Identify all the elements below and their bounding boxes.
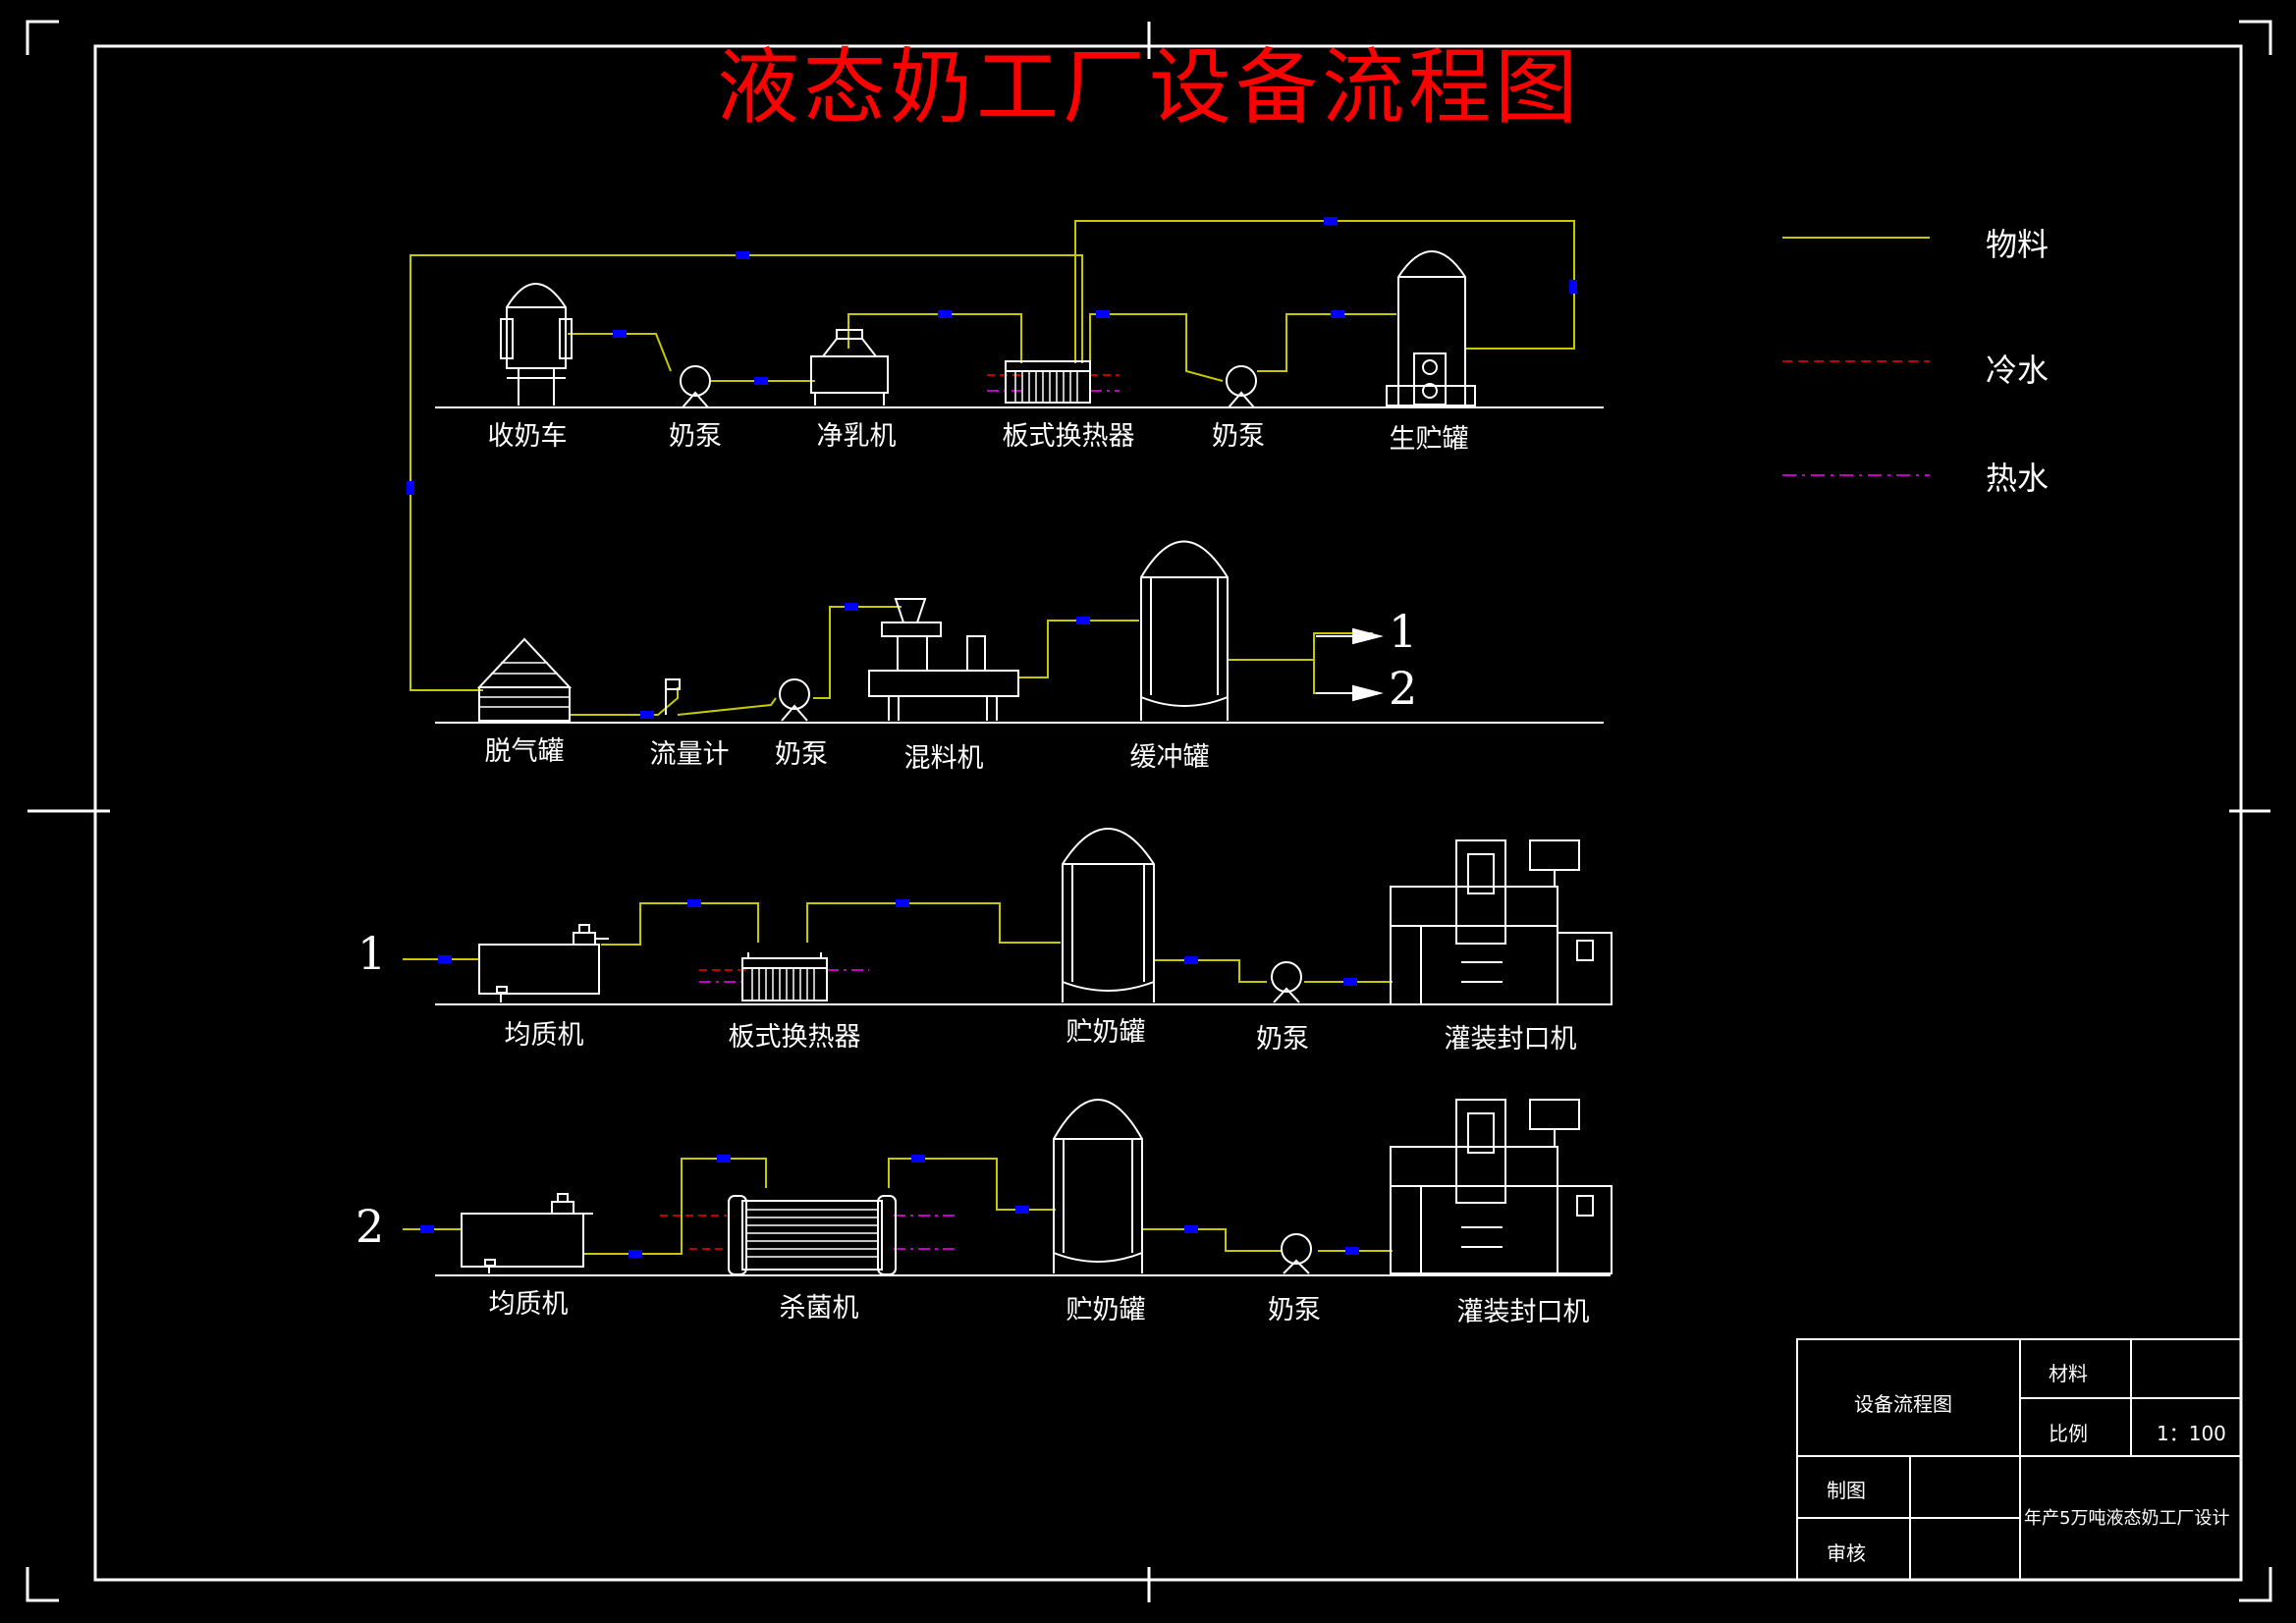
- label-milk-pump-2: 奶泵: [1212, 421, 1265, 452]
- title-block-drawing-name: 设备流程图: [1854, 1392, 1952, 1416]
- label-raw-milk-tank: 生贮罐: [1389, 424, 1469, 455]
- title-block-material-label: 材料: [2049, 1362, 2088, 1385]
- hot-water-lines: [699, 390, 1120, 1250]
- label-buffer-tank: 缓冲罐: [1129, 742, 1210, 773]
- sterilizer: [728, 1195, 897, 1275]
- title-block-checked-by-label: 审核: [1827, 1542, 1866, 1565]
- label-milk-truck: 收奶车: [487, 421, 568, 452]
- title-block: [1796, 1338, 2242, 1581]
- homogenizer-row3: [478, 924, 609, 1002]
- raw-milk-tank: [1386, 250, 1476, 406]
- diagram-title: 液态奶工厂设备流程图: [716, 39, 1582, 135]
- legend-cold-water-label: 冷水: [1986, 352, 2050, 389]
- storage-tank-row3: [1062, 828, 1155, 1002]
- ground-lines: [435, 406, 1611, 1276]
- buffer-tank: [1140, 540, 1229, 721]
- clarifier: [810, 329, 889, 406]
- legend-lines: [1782, 237, 1930, 476]
- milk-truck-row1: [500, 283, 573, 406]
- label-clarifier: 净乳机: [816, 421, 897, 452]
- title-block-scale-label: 比例: [2049, 1422, 2088, 1445]
- legend-hot-water-label: 热水: [1986, 460, 2050, 497]
- label-storage-tank-2: 贮奶罐: [1066, 1295, 1146, 1325]
- milk-pump-1: [680, 365, 711, 408]
- label-sterilizer: 杀菌机: [779, 1293, 859, 1324]
- plate-heat-exchanger-row1: [1005, 360, 1091, 404]
- label-milk-pump-5: 奶泵: [1268, 1295, 1321, 1325]
- drawing-frame: [26, 20, 2272, 1602]
- homogenizer-row4: [461, 1193, 593, 1273]
- title-block-drawn-by-label: 制图: [1827, 1479, 1866, 1502]
- milk-pump-3: [779, 678, 810, 722]
- legend-material-label: 物料: [1986, 226, 2050, 263]
- plate-heat-exchanger-row3: [741, 952, 828, 1001]
- label-flow-meter: 流量计: [649, 739, 730, 770]
- label-filling-sealing-machine-1: 灌装封口机: [1444, 1024, 1577, 1055]
- branch-marker-1-out: 1: [1389, 605, 1418, 658]
- label-mixer: 混料机: [903, 743, 984, 774]
- label-filling-sealing-machine-2: 灌装封口机: [1456, 1297, 1590, 1327]
- label-plate-heat-exchanger-2: 板式换热器: [728, 1022, 861, 1053]
- branch-marker-2-out: 2: [1389, 662, 1418, 715]
- label-plate-heat-exchanger-1: 板式换热器: [1002, 421, 1135, 452]
- label-milk-pump-1: 奶泵: [669, 421, 722, 452]
- title-block-scale-value: 1：100: [2157, 1422, 2226, 1445]
- branch-marker-2-in: 2: [355, 1200, 385, 1253]
- mixer: [868, 598, 1019, 721]
- milk-pump-2: [1226, 365, 1257, 408]
- cold-water-lines: [660, 374, 1120, 1250]
- label-milk-pump-3: 奶泵: [775, 739, 828, 770]
- label-deaeration-tank: 脱气罐: [484, 736, 565, 767]
- branch-arrows: [1316, 627, 1384, 702]
- flow-meter: [665, 678, 681, 715]
- title-block-project: 年产5万吨液态奶工厂设计: [2024, 1508, 2230, 1529]
- label-homogenizer-2: 均质机: [488, 1289, 569, 1320]
- label-storage-tank-1: 贮奶罐: [1066, 1017, 1146, 1048]
- milk-pump-4: [1271, 961, 1302, 1003]
- flow-direction-markers: [407, 217, 1577, 1258]
- deaeration-tank: [476, 637, 573, 722]
- label-homogenizer-1: 均质机: [504, 1020, 584, 1051]
- label-milk-pump-4: 奶泵: [1256, 1024, 1309, 1055]
- filling-sealing-machine-row3: [1390, 839, 1613, 1005]
- branch-marker-1-in: 1: [357, 927, 387, 980]
- filling-sealing-machine-row4: [1390, 1099, 1613, 1274]
- storage-tank-row4: [1053, 1099, 1143, 1273]
- milk-pump-5: [1281, 1233, 1312, 1274]
